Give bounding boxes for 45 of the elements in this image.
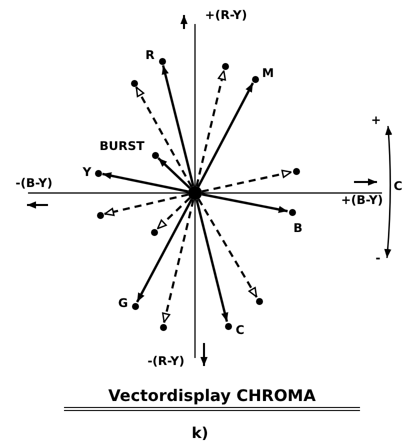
dashed-vector-arrow (162, 200, 194, 323)
dashed-vector-arrow (104, 194, 188, 216)
axis-label: + (370, 114, 382, 126)
axis-label: - (376, 252, 380, 264)
axis-label: +(R-Y) (204, 9, 248, 21)
endpoint-dot (130, 80, 138, 86)
vector-arrow (196, 200, 228, 322)
endpoint-dot (94, 170, 102, 176)
dashed-vector-arrow (198, 198, 258, 298)
vector-label: M (262, 67, 274, 79)
vector-arrow (202, 193, 288, 213)
endpoint-dot (256, 298, 262, 304)
vector-arrow (197, 82, 254, 188)
vector-arrow (157, 157, 191, 190)
vector-arrow (136, 198, 193, 303)
vector-arrow (102, 172, 188, 193)
endpoint-dot (224, 322, 232, 330)
dashed-vector-arrow (196, 70, 226, 186)
vector-label: R (145, 49, 155, 61)
vector-label: C (236, 324, 244, 336)
endpoint-dot (160, 324, 166, 330)
axis-label: +(B-Y) (340, 194, 384, 206)
axis-label: C (394, 180, 402, 192)
vector-label: G (118, 297, 128, 309)
endpoint-dot (96, 212, 104, 218)
axis-label: -(R-Y) (147, 355, 185, 367)
axis-label: -(B-Y) (16, 177, 52, 189)
dashed-vector-arrow (156, 197, 191, 230)
endpoint-dot (152, 152, 158, 158)
endpoint-dot (132, 302, 138, 310)
vector-label: BURST (100, 140, 144, 152)
vector-label: B (293, 222, 303, 234)
vector-arrow (162, 65, 194, 186)
dashed-vector-arrow (135, 86, 193, 188)
endpoint-dot (288, 208, 296, 216)
caption: k) (192, 425, 208, 442)
origin-dot (188, 186, 202, 200)
diagram-title: Vectordisplay CHROMA (64, 387, 360, 411)
endpoint-dot (158, 58, 166, 64)
dashed-vector-arrow (202, 170, 292, 193)
endpoint-dot (150, 228, 158, 236)
endpoint-dot (252, 76, 258, 82)
vector-label: Y (82, 166, 92, 178)
endpoint-dot (292, 168, 300, 174)
endpoint-dot (222, 62, 228, 70)
